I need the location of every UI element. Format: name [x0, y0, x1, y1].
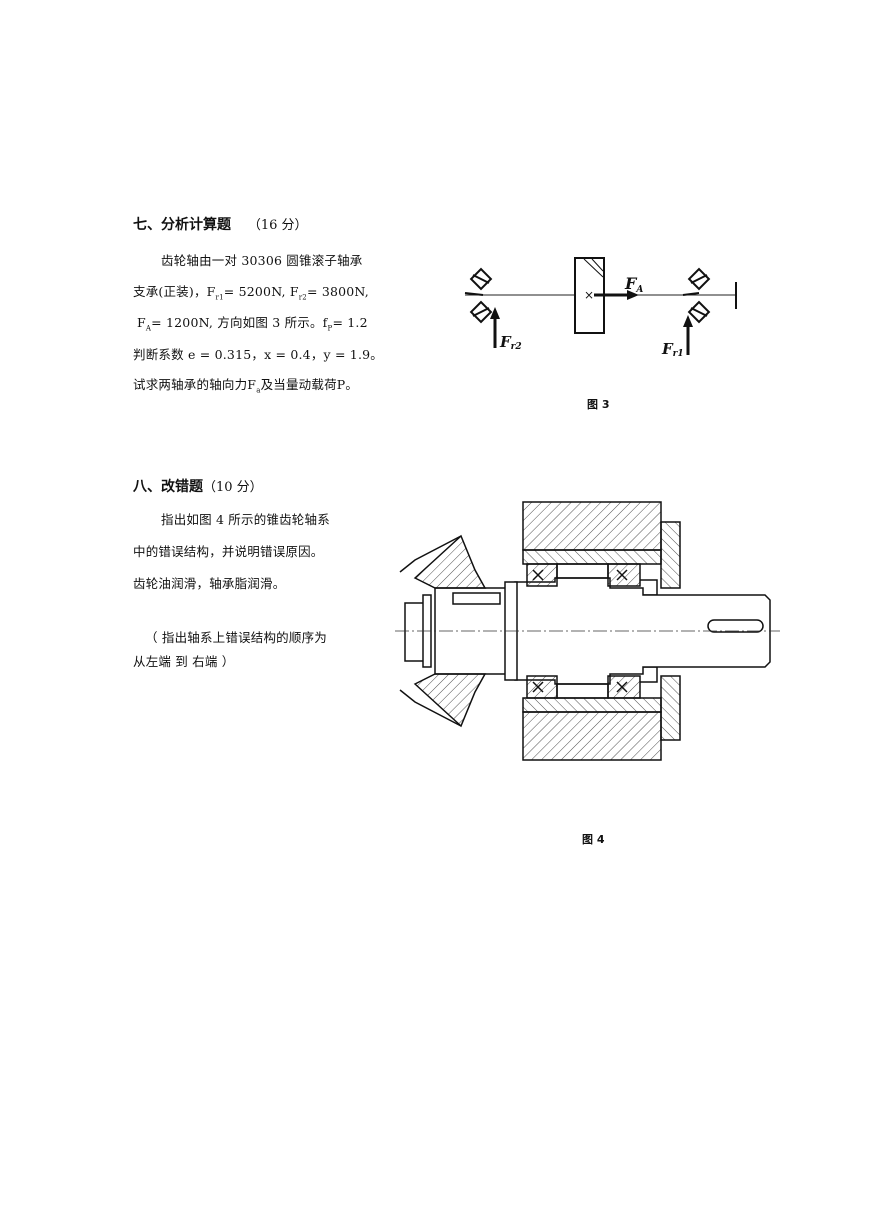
section8-line-3: 齿轮油润滑，轴承脂润滑。: [133, 576, 286, 591]
bearing-right: [607, 563, 641, 587]
fr1-label: Fr1: [661, 340, 684, 359]
section8-heading: 八、改错题（10 分）: [133, 476, 263, 496]
section7-line-1: 齿轮轴由一对 30306 圆锥滚子轴承: [161, 253, 363, 268]
section8-line-4: （ 指出轴系上错误结构的顺序为: [145, 630, 327, 645]
fr2-label: Fr2: [499, 333, 522, 352]
housing-upper: [522, 501, 662, 551]
fr1-arrow: [683, 315, 693, 355]
figure-3-diagram: × FA Fr2 Fr1: [464, 257, 737, 359]
section7-title: 七、分析计算题: [133, 217, 231, 233]
section8-points: （10 分）: [203, 480, 263, 495]
figure-3-caption: 图 3: [587, 398, 610, 411]
figure-4-diagram: [395, 501, 780, 761]
bearing-left: [526, 563, 558, 587]
section7-line-5: 试求两轴承的轴向力Fa及当量动载荷P。: [133, 377, 359, 395]
fa-arrow: [594, 290, 639, 300]
end-nut: [404, 602, 426, 662]
right-bearing: [682, 267, 737, 324]
svg-text:×: ×: [584, 288, 594, 302]
section7-line-4: 判断系数 e = 0.315，x = 0.4，y = 1.9。: [133, 347, 383, 362]
section7-heading: 七、分析计算题 （16 分）: [133, 214, 308, 234]
figure-4-caption: 图 4: [582, 833, 605, 846]
left-bearing: [464, 267, 493, 324]
fr2-arrow: [490, 307, 500, 348]
section7-line-3: FA= 1200N, 方向如图 3 所示。fP= 1.2: [137, 315, 368, 333]
housing-lower: [522, 697, 662, 713]
section7-points: （16 分）: [247, 218, 308, 233]
end-cap: [660, 521, 681, 589]
keyway-slot: [707, 619, 764, 633]
section8-line-1: 指出如图 4 所示的锥齿轮轴系: [161, 512, 330, 527]
bevel-gear: [413, 534, 487, 589]
section8-line-2: 中的错误结构，并说明错误原因。: [133, 544, 324, 559]
fa-label: FA: [624, 274, 643, 295]
section7-line-2: 支承(正装)，Fr1= 5200N, Fr2= 3800N,: [133, 284, 369, 302]
section8-title: 八、改错题: [133, 479, 203, 495]
section8-line-5: 从左端 到 右端 ）: [133, 654, 235, 669]
